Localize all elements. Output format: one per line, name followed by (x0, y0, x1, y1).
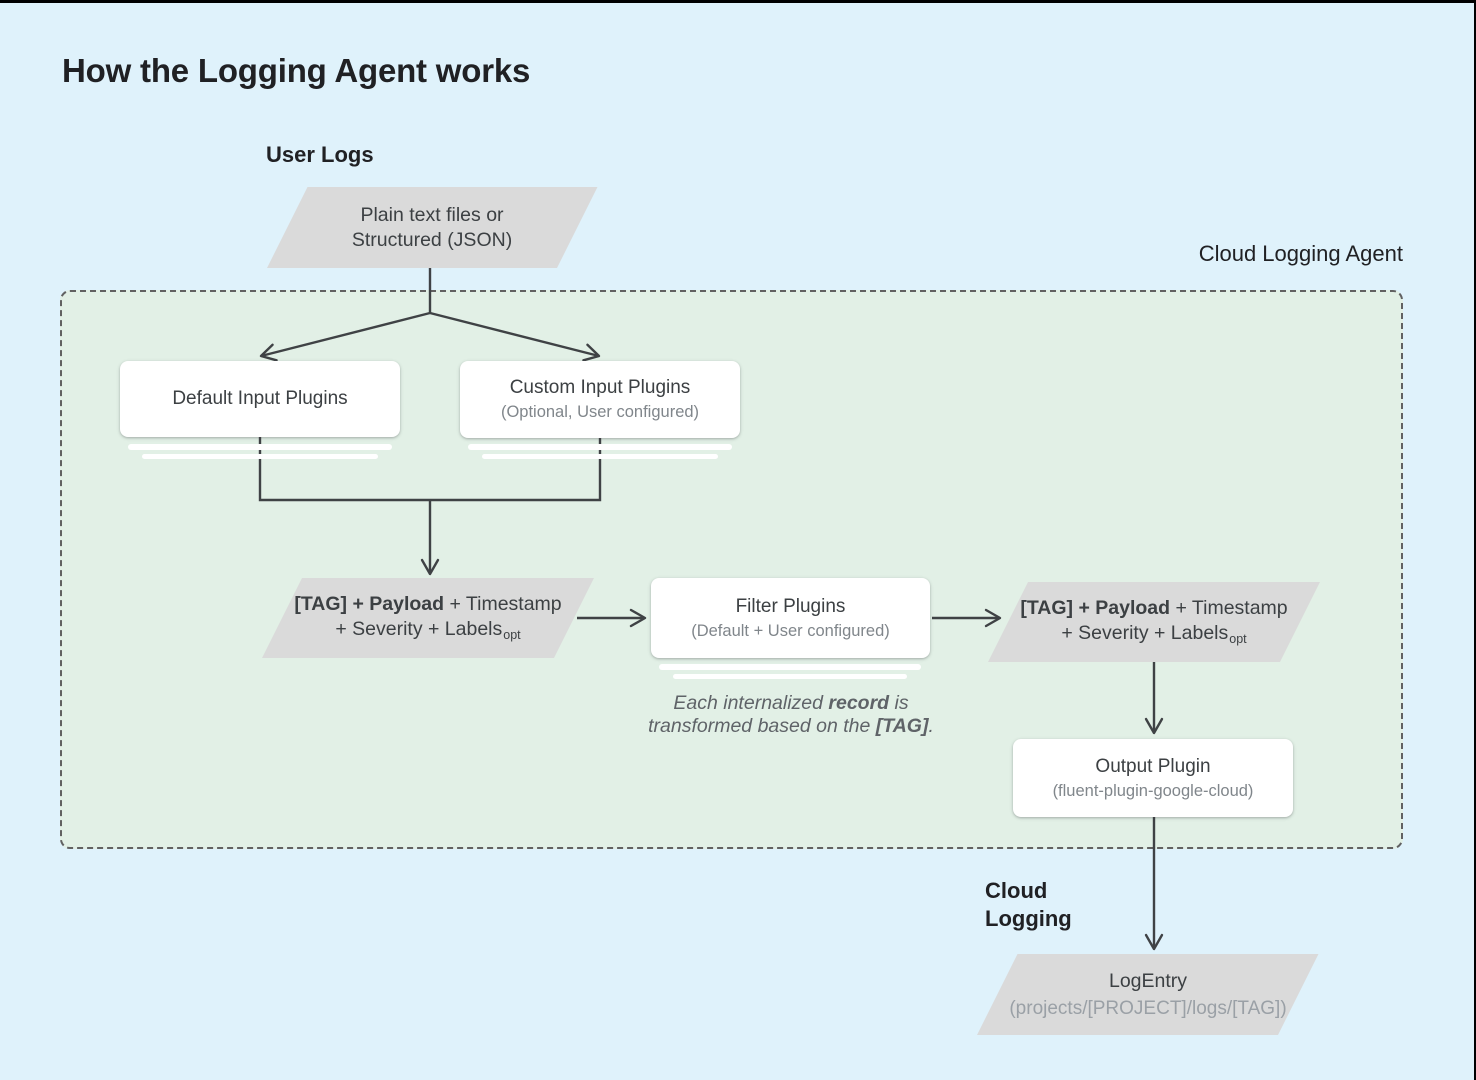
node-filter-plugins: Filter Plugins (Default + User configure… (651, 578, 930, 658)
label-cloud-logging-agent: Cloud Logging Agent (1198, 241, 1403, 266)
log-entry-subtitle: (projects/[PROJECT]/logs/[TAG]) (1009, 997, 1287, 1019)
output-plugin-title: Output Plugin (1095, 755, 1211, 777)
log-record-left-line2: + Severity + Labelsopt (335, 617, 520, 644)
output-plugin-subtitle: (fluent-plugin-google-cloud) (1052, 781, 1254, 800)
log-record-left-rest: + Timestamp (444, 593, 562, 615)
label-user-logs: User Logs (266, 142, 374, 167)
label-cloud-logging-line2: Logging (985, 906, 1072, 931)
window-edge-top (0, 0, 1476, 3)
log-record-left-subscript: opt (503, 628, 521, 642)
filter-note-line1: Each internalized record is (620, 692, 962, 715)
custom-input-plugins-title: Custom Input Plugins (509, 377, 691, 398)
filter-plugins-stack-bar-2 (673, 674, 907, 679)
window-edge-right (1474, 0, 1476, 1080)
filter-note-line2-pre: transformed based on the (648, 715, 876, 737)
label-cloud-logging-line1: Cloud (985, 878, 1048, 903)
node-default-input-plugins: Default Input Plugins (120, 361, 400, 437)
log-record-left-bold: [TAG] + Payload (294, 593, 445, 615)
node-custom-input-plugins: Custom Input Plugins (Optional, User con… (460, 361, 740, 438)
node-output-plugin: Output Plugin (fluent-plugin-google-clou… (1013, 739, 1293, 817)
filter-note-line1-post: is (889, 692, 909, 714)
filter-note-line2-post: . (928, 715, 934, 737)
default-plugins-stack-bar-2 (142, 454, 378, 459)
filter-plugins-stack-bar-1 (659, 664, 921, 670)
custom-plugins-stack-bar-1 (468, 444, 732, 450)
log-record-right-rest: + Timestamp (1170, 597, 1288, 619)
filter-note-line1-bold: record (828, 692, 890, 714)
filter-note-line1-pre: Each internalized (673, 692, 829, 714)
filter-note: Each internalized record is transformed … (620, 692, 962, 738)
log-record-left-line2-text: + Severity + Labels (335, 618, 503, 640)
log-record-right-line2: + Severity + Labelsopt (1061, 621, 1246, 648)
log-record-left-text: [TAG] + Payload + Timestamp + Severity +… (283, 578, 573, 658)
log-record-right-line2-text: + Severity + Labels (1061, 622, 1229, 644)
log-entry-title: LogEntry (1108, 969, 1188, 992)
filter-note-line2: transformed based on the [TAG]. (620, 715, 962, 738)
user-logs-input-text: Plain text files or Structured (JSON) (287, 187, 577, 268)
page-title: How the Logging Agent works (62, 52, 531, 89)
label-cloud-logging: Cloud Logging (985, 877, 1072, 933)
log-record-left-line1: [TAG] + Payload + Timestamp (294, 592, 561, 617)
custom-input-plugins-subtitle: (Optional, User configured) (500, 403, 700, 421)
custom-plugins-stack-bar-2 (482, 454, 718, 459)
log-record-right-subscript: opt (1229, 632, 1247, 646)
default-input-plugins-title: Default Input Plugins (172, 388, 348, 409)
filter-plugins-subtitle: (Default + User configured) (691, 621, 890, 640)
log-record-right-text: [TAG] + Payload + Timestamp + Severity +… (1009, 582, 1299, 662)
log-record-right-line1: [TAG] + Payload + Timestamp (1020, 596, 1287, 621)
filter-note-line2-bold: [TAG] (875, 715, 929, 737)
user-logs-input-line1: Plain text files or (360, 203, 504, 226)
log-record-right-bold: [TAG] + Payload (1020, 597, 1171, 619)
log-entry-text: LogEntry (projects/[PROJECT]/logs/[TAG]) (1003, 954, 1293, 1035)
user-logs-input-line2: Structured (JSON) (351, 228, 513, 251)
default-plugins-stack-bar-1 (128, 444, 392, 450)
filter-plugins-title: Filter Plugins (735, 595, 846, 617)
